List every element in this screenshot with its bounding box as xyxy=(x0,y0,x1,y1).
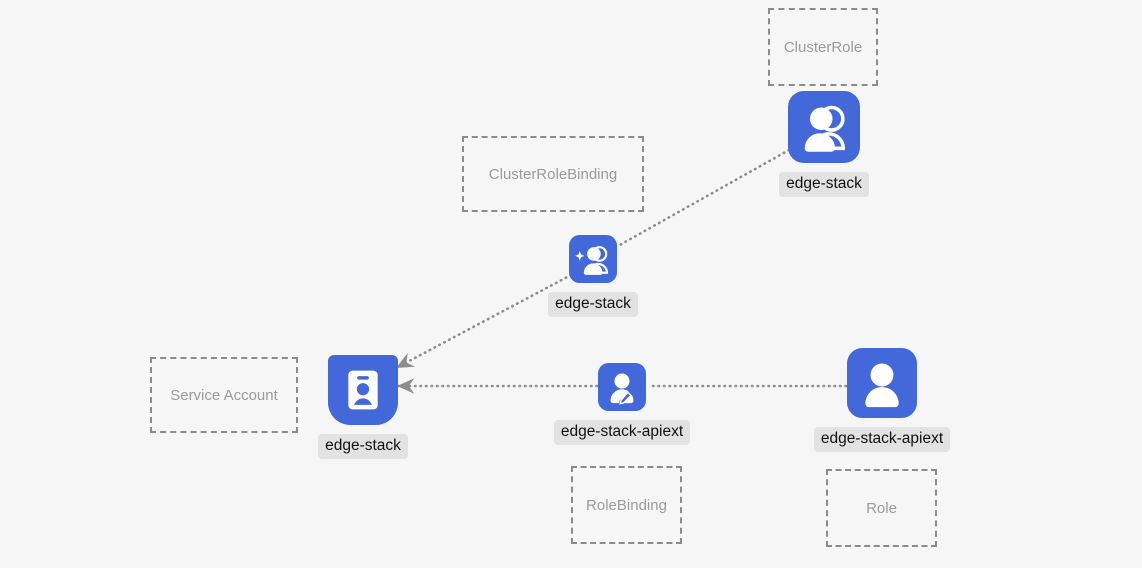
node-rolebinding-edge-stack-apiext[interactable]: edge-stack-apiext xyxy=(553,363,691,445)
node-label: edge-stack xyxy=(779,172,869,197)
edge-arrowhead xyxy=(396,353,415,368)
user-icon[interactable] xyxy=(847,348,917,418)
kind-box-service-account: Service Account xyxy=(150,357,298,433)
kind-box-rolebinding: RoleBinding xyxy=(571,466,682,544)
edge-arrowhead xyxy=(397,378,415,394)
bottom-strip xyxy=(0,568,1142,578)
node-role-edge-stack-apiext[interactable]: edge-stack-apiext xyxy=(813,348,951,452)
kind-box-label: RoleBinding xyxy=(586,496,667,514)
edge-rolebinding-to-serviceaccount xyxy=(395,378,599,394)
node-label: edge-stack xyxy=(318,434,408,459)
edge-clusterrolebinding-to-serviceaccount xyxy=(394,273,573,370)
user-edit-icon[interactable] xyxy=(598,363,646,411)
users-group-icon[interactable] xyxy=(788,91,860,163)
kind-box-label: ClusterRoleBinding xyxy=(488,165,618,183)
kind-box-label: Service Account xyxy=(170,386,278,404)
node-label: edge-stack-apiext xyxy=(553,420,691,445)
id-badge-icon[interactable] xyxy=(328,355,398,425)
node-label: edge-stack-apiext xyxy=(813,427,951,452)
kind-box-label: ClusterRole xyxy=(783,38,863,56)
node-label: edge-stack xyxy=(548,292,638,317)
user-add-icon[interactable] xyxy=(569,235,617,283)
kind-box-role: Role xyxy=(826,469,937,547)
node-clusterrole-edge-stack[interactable]: edge-stack xyxy=(779,91,869,197)
node-clusterrolebinding-edge-stack[interactable]: edge-stack xyxy=(548,235,638,317)
kind-box-clusterrolebinding: ClusterRoleBinding xyxy=(462,136,644,212)
kind-box-clusterrole: ClusterRole xyxy=(768,8,878,86)
node-serviceaccount-edge-stack[interactable]: edge-stack xyxy=(318,355,408,459)
kind-box-label: Role xyxy=(866,499,897,517)
